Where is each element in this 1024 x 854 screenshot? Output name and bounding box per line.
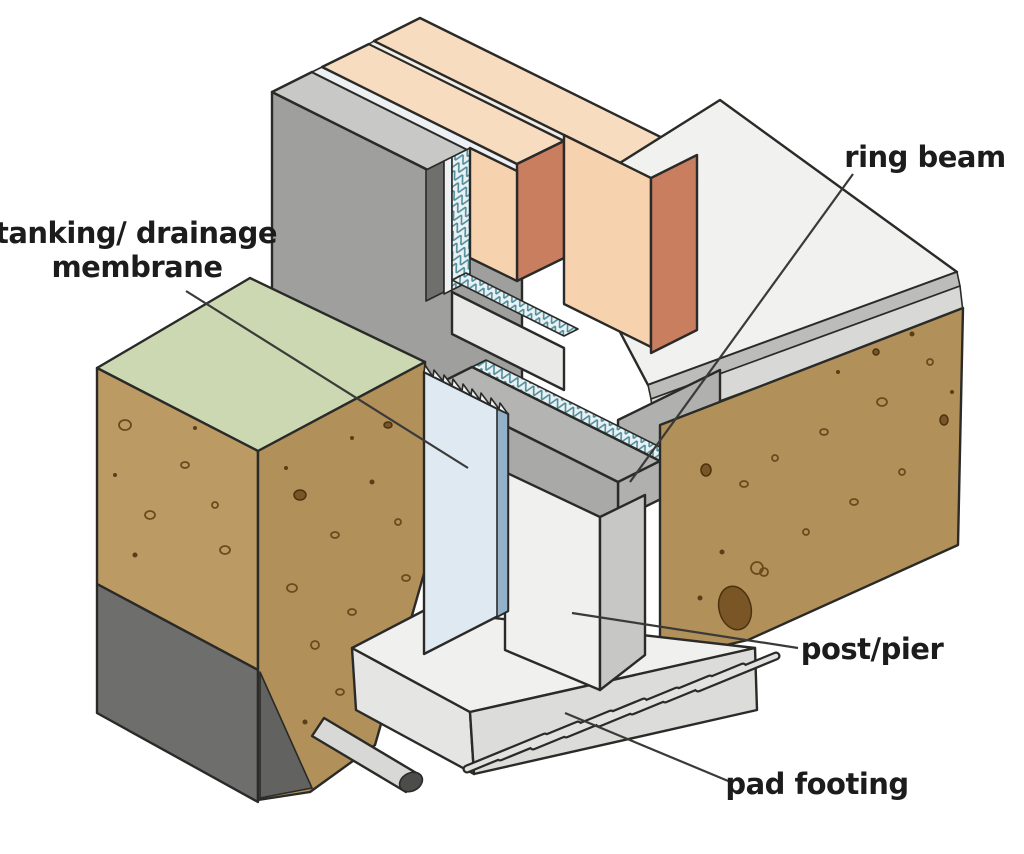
notch-panel1-face — [468, 146, 519, 283]
label-tanking-line2: membrane — [51, 250, 222, 284]
panel2-terracotta-end — [649, 153, 699, 355]
large-stone — [717, 585, 753, 631]
label-ring-beam: ring beam — [844, 140, 1005, 174]
label-pad-footing: pad footing — [725, 767, 908, 801]
notch-shadow-face — [425, 160, 445, 302]
post-pier — [503, 470, 647, 692]
membrane-sheet — [422, 370, 510, 656]
notch-board-panel — [450, 290, 566, 392]
insulation-hatch-vertical — [451, 147, 471, 291]
tanking-membrane — [422, 364, 510, 656]
labels: tanking/ drainage membrane ring beam pos… — [0, 140, 1006, 801]
membrane-edge-strip — [496, 408, 509, 618]
membrane-sawtooth-top — [423, 364, 509, 415]
pipe-end-cap — [398, 771, 424, 793]
leader-pad-footing — [564, 711, 734, 785]
wall-cutaway-notch — [425, 146, 579, 392]
panel1-terracotta-end — [515, 139, 566, 283]
leader-post-pier — [571, 611, 799, 650]
soil-block-left — [95, 276, 427, 804]
label-post-pier: post/pier — [801, 632, 945, 666]
label-tanking-line1: tanking/ drainage — [0, 216, 277, 250]
drainage-pipe — [310, 716, 424, 794]
soil-block-right — [658, 306, 965, 662]
leader-ring-beam — [629, 173, 854, 483]
leader-tanking-membrane — [185, 290, 469, 469]
subsoil-triangle — [259, 671, 313, 799]
blockwork-wall — [270, 16, 699, 462]
subsoil-band — [95, 582, 260, 804]
footing-dowels — [462, 651, 781, 774]
inner-wall-panels — [515, 133, 699, 355]
leader-lines — [185, 173, 854, 785]
insulation-hatch-diagonal — [451, 272, 579, 337]
post-side-face — [598, 493, 647, 692]
